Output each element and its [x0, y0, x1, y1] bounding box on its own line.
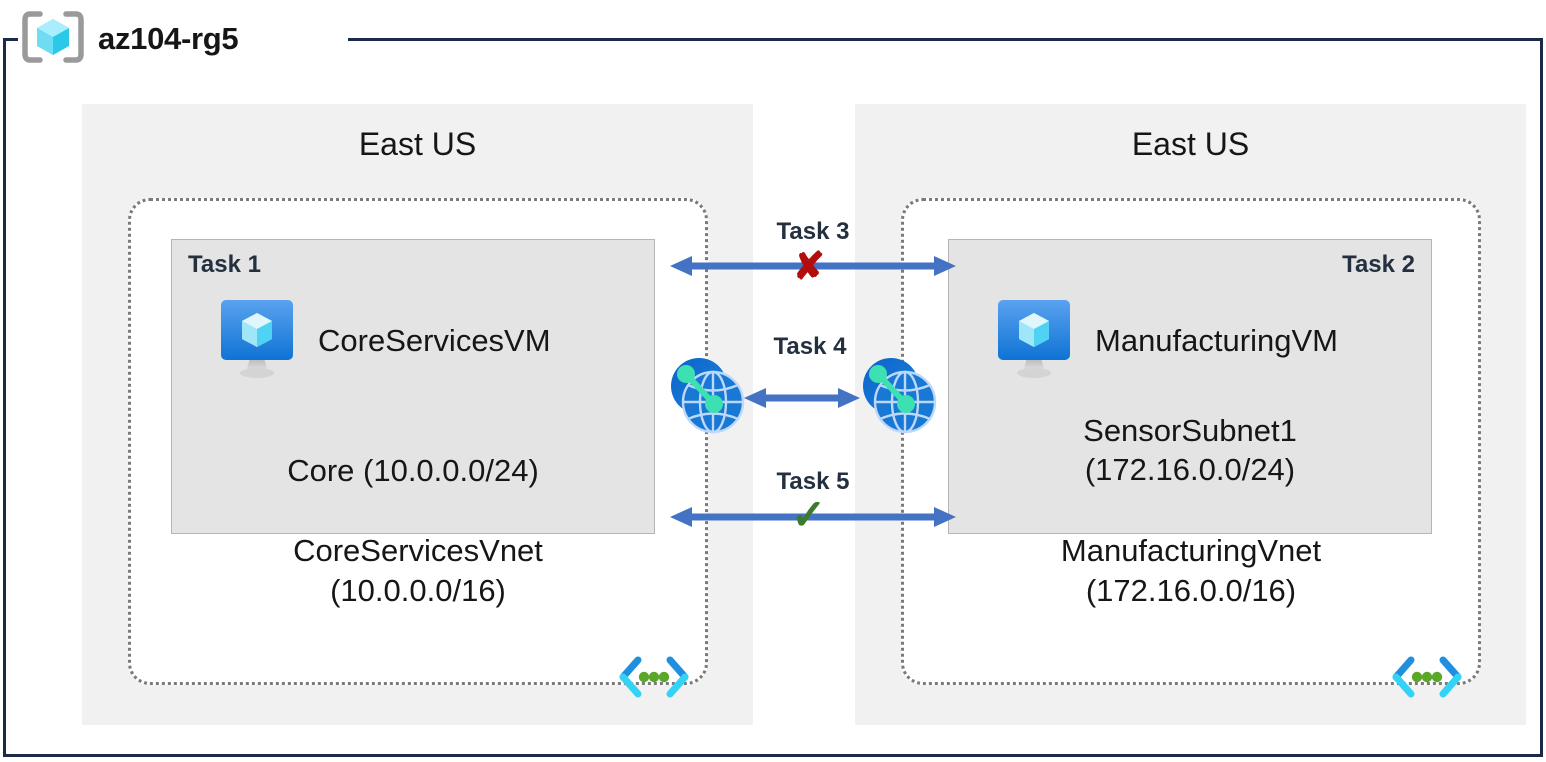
region-panel-east-us-left: East US Task 1 [82, 104, 753, 725]
connector-arrow-task-4 [742, 384, 862, 417]
vm-name-core-services: CoreServicesVM [318, 322, 551, 358]
vnet-manufacturing: Task 2 [901, 198, 1481, 698]
status-mark-task-3: ✘ [793, 246, 825, 288]
subnet-sensor: Task 2 [948, 239, 1432, 534]
vm-name-manufacturing: ManufacturingVM [1095, 322, 1338, 358]
task-tag-task-1: Task 1 [188, 251, 261, 278]
subnet-label-sensor: SensorSubnet1 (172.16.0.0/24) [949, 412, 1431, 490]
vnet-core-services: Task 1 [128, 198, 708, 698]
resource-group-header-mask [18, 20, 348, 60]
virtual-machine-icon [214, 296, 300, 385]
connector-label-task-5: Task 5 [776, 468, 850, 495]
vnet-address-space-manufacturing: (172.16.0.0/16) [1085, 572, 1297, 608]
subnet-name-sensor: SensorSubnet1 [1083, 413, 1297, 448]
task-tag-task-2: Task 2 [1342, 251, 1415, 278]
resource-group-header: az104-rg5 [22, 10, 239, 69]
vm-manufacturing: ManufacturingVM [949, 296, 1431, 385]
connector-arrow-task-5 [668, 503, 958, 536]
vnet-address-space-core-services: (10.0.0.0/16) [330, 572, 506, 608]
vnet-name-manufacturing: ManufacturingVnet [1060, 533, 1322, 568]
connector-arrow-task-3 [668, 252, 958, 285]
region-panel-east-us-right: East US Task 2 [855, 104, 1526, 725]
vnet-label-core-services: CoreServicesVnet (10.0.0.0/16) [131, 531, 705, 610]
subnet-label-core: Core (10.0.0.0/24) [287, 453, 539, 488]
region-label-left: East US [358, 126, 477, 162]
vnet-icon [1390, 654, 1464, 700]
vnet-name-core-services: CoreServicesVnet [293, 533, 543, 568]
resource-group-name: az104-rg5 [98, 21, 239, 56]
subnet-address-space-sensor: (172.16.0.0/24) [1084, 451, 1296, 487]
connector-label-task-4: Task 4 [773, 333, 847, 360]
subnet-core: Task 1 [171, 239, 655, 534]
vnet-peering-icon [661, 350, 753, 447]
connector-label-task-3: Task 3 [776, 218, 850, 245]
vnet-peering-icon [853, 350, 945, 447]
status-mark-task-5: ✓ [791, 491, 827, 538]
resource-group-cube-icon [22, 10, 84, 69]
region-label-right: East US [1131, 126, 1250, 162]
vm-core-services: CoreServicesVM [172, 296, 654, 385]
vnet-icon [617, 654, 691, 700]
virtual-machine-icon [991, 296, 1077, 385]
resource-group-frame [3, 38, 1543, 757]
vnet-label-manufacturing: ManufacturingVnet (172.16.0.0/16) [904, 531, 1478, 610]
